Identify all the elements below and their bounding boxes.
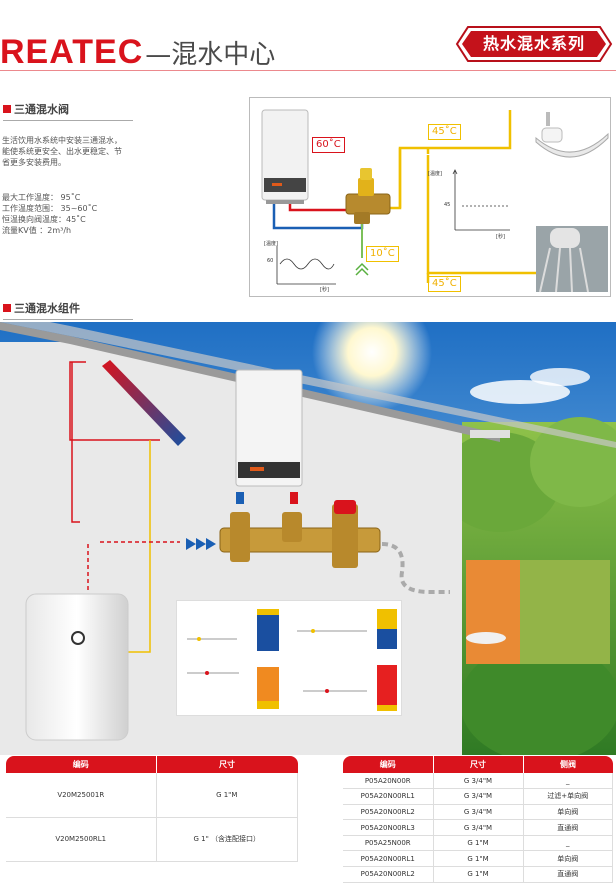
cell-side-valve: 直通阀 [523, 819, 613, 836]
cell-code: P05A20N00RL1 [343, 850, 434, 868]
flow-diagram-graphic [261, 109, 609, 293]
assembly-table: 编码 尺寸 V20M25001R G 1"M V20M2500RL1 G 1" … [6, 756, 298, 862]
schematic-graphics [187, 609, 397, 711]
table-row: P05A20N00RL1 G 1"M 单向阀 [343, 850, 613, 868]
col-header-size: 尺寸 [433, 756, 524, 773]
description-line: 生活饮用水系统中安装三通混水， [2, 136, 122, 145]
section-marker-icon [3, 105, 11, 113]
table-row: V20M25001R G 1"M [6, 773, 298, 818]
cell-size: G 1"M [433, 850, 524, 868]
section-title-text: 三通混水组件 [14, 302, 80, 315]
large-graph-ylabel: [温度] [428, 171, 442, 177]
cell-code: V20M25001R [6, 773, 157, 818]
cell-code: P05A20N00RL2 [343, 866, 434, 883]
section-underline [3, 319, 133, 320]
cold-water-temp: 10˚C [366, 246, 399, 262]
wall-boiler-icon [235, 369, 303, 487]
cell-code: P05A20N00R [343, 773, 434, 790]
cell-side-valve: _ [523, 773, 613, 790]
valve-description: 生活饮用水系统中安装三通混水， 能使系统更安全、出水更稳定、节 省更多安装费用。 [2, 135, 172, 168]
series-badge: 热水混水系列 [454, 24, 614, 64]
spec-max-temp: 最大工作温度： 95˚C [2, 193, 81, 202]
spec-flow-kv: 流量KV值 ：2m³/h [2, 226, 72, 235]
cell-size: G 3/4"M [433, 819, 524, 836]
cell-size: G 1"M [433, 835, 524, 852]
installation-scene [0, 322, 616, 755]
hot-water-temp: 60˚C [312, 137, 345, 153]
brand-subtitle: —混水中心 [145, 39, 276, 70]
header-divider [0, 70, 616, 71]
table-row: P05A20N00RL2 G 3/4"M 单向阀 [343, 804, 613, 821]
cell-size: G 3/4"M [433, 788, 524, 805]
basin-icon [535, 132, 609, 158]
cell-side-valve: _ [523, 835, 613, 852]
cell-size: G 3/4"M [433, 804, 524, 821]
spec-temp-range: 工作温度范围： 35~60˚C [2, 204, 98, 213]
small-graph-xlabel: [秒] [320, 287, 329, 293]
cell-code: P05A20N00RL2 [343, 804, 434, 821]
cell-size: G 1"M [156, 773, 298, 818]
section-marker-icon [3, 304, 11, 312]
section-title-assembly: 三通混水组件 [3, 300, 133, 320]
cell-size: G 1" （含连配接口） [156, 817, 298, 862]
cell-code: P05A25N00R [343, 835, 434, 852]
installation-schematics [176, 600, 402, 716]
cell-code: P05A20N00RL3 [343, 819, 434, 836]
table-row: V20M2500RL1 G 1" （含连配接口） [6, 817, 298, 862]
mixed-temp-shower: 45˚C [428, 276, 461, 292]
valve-table: 编码 尺寸 侧阀 P05A20N00R G 3/4"M _ P05A20N00R… [343, 756, 613, 883]
large-graph-tick: 45 [444, 202, 451, 208]
col-header-side-valve: 侧阀 [523, 756, 613, 773]
section-title-valve: 三通混水阀 [3, 101, 133, 121]
large-graph-xlabel: [秒] [496, 234, 505, 240]
mixed-temp-basin: 45˚C [428, 124, 461, 140]
table-row: P05A25N00R G 1"M _ [343, 835, 613, 852]
brand-latin: REATEC [0, 32, 144, 71]
table-row: P05A20N00RL2 G 1"M 直通阀 [343, 866, 613, 883]
house-illustration [0, 322, 616, 755]
spec-switch-temp: 恒温换向阀温度：45˚C [2, 215, 86, 224]
small-graph-tick: 60 [267, 258, 274, 264]
valve-specs: 最大工作温度： 95˚C 工作温度范围： 35~60˚C 恒温换向阀温度：45˚… [2, 192, 172, 236]
section-title-text: 三通混水阀 [14, 103, 69, 116]
description-line: 省更多安装费用。 [2, 158, 66, 167]
inlet-arrow-icon [355, 262, 369, 276]
col-header-size: 尺寸 [156, 756, 298, 773]
badge-label: 热水混水系列 [482, 34, 585, 53]
small-graph-ylabel: [温度] [264, 241, 278, 247]
cell-code: V20M2500RL1 [6, 817, 157, 862]
cell-size: G 1"M [433, 866, 524, 883]
cell-side-valve: 直通阀 [523, 866, 613, 883]
badge-frame-icon [455, 26, 613, 62]
brand-title: REATEC —混水中心 [0, 32, 276, 71]
description-line: 能使系统更安全、出水更稳定、节 [2, 147, 122, 156]
valve-flow-diagram: 60˚C 45˚C 10˚C 45˚C [温度] 60 [秒] [温度] 45 … [249, 97, 611, 297]
cell-side-valve: 单向阀 [523, 804, 613, 821]
col-header-code: 编码 [6, 756, 157, 773]
col-header-code: 编码 [343, 756, 434, 773]
cell-code: P05A20N00RL1 [343, 788, 434, 805]
valve-body-icon [345, 193, 391, 215]
table-row: P05A20N00R G 3/4"M _ [343, 773, 613, 790]
water-tank-icon [25, 593, 129, 741]
table-row: P05A20N00RL1 G 3/4"M 过滤+单向阀 [343, 788, 613, 805]
table-row: P05A20N00RL3 G 3/4"M 直通阀 [343, 819, 613, 836]
section-underline [3, 120, 133, 121]
cell-size: G 3/4"M [433, 773, 524, 790]
cell-side-valve: 过滤+单向阀 [523, 788, 613, 805]
cell-side-valve: 单向阀 [523, 850, 613, 868]
